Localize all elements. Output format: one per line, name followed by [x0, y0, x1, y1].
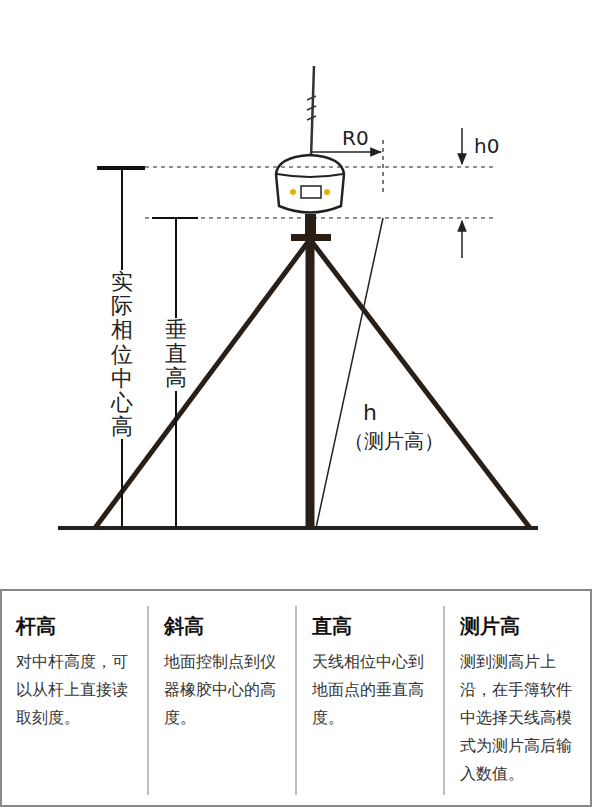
table-cell: 直高天线相位中心到地面点的垂直高度。 [308, 612, 436, 732]
radius-label: R0 [341, 126, 370, 150]
slant-symbol: h [362, 400, 378, 425]
tripod-leg [95, 242, 308, 528]
center-pole [306, 232, 315, 528]
offset-label: h0 [473, 134, 500, 158]
offset-arrow [461, 221, 463, 258]
offset-arrow [461, 128, 463, 164]
column-divider [147, 606, 149, 795]
gnss-receiver [276, 155, 344, 213]
adapter [305, 214, 316, 236]
cell-text: 对中杆高度，可以从杆上直接读取刻度。 [16, 648, 136, 732]
column-divider [295, 606, 297, 795]
table-cell: 测片高测到测高片上沿，在手簿软件中选择天线高模式为测片高后输入数值。 [456, 612, 584, 788]
antenna [311, 66, 314, 158]
table-frame [1, 590, 591, 806]
cell-heading: 杆高 [16, 612, 136, 640]
slant-line [316, 218, 383, 528]
table-cell: 斜高地面控制点到仪器橡胶中心的高度。 [160, 612, 288, 732]
height-label: 垂直高 [164, 318, 188, 391]
phase-center-line [145, 166, 495, 167]
column-divider [443, 606, 445, 795]
radius-line [382, 140, 383, 195]
radius-arrow [312, 151, 381, 153]
table-cell: 杆高对中杆高度，可以从杆上直接读取刻度。 [12, 612, 140, 732]
base-line [145, 217, 495, 218]
cell-heading: 测片高 [460, 612, 580, 640]
cell-heading: 斜高 [164, 612, 284, 640]
ground-line [58, 526, 538, 530]
cell-text: 地面控制点到仪器橡胶中心的高度。 [164, 648, 284, 732]
cell-heading: 直高 [312, 612, 432, 640]
slant-label: （测片高） [343, 428, 445, 455]
height-label: 实际相位中心高 [110, 270, 134, 439]
cell-text: 测到测高片上沿，在手簿软件中选择天线高模式为测片高后输入数值。 [460, 648, 580, 788]
tripod-leg [312, 242, 530, 528]
cell-text: 天线相位中心到地面点的垂直高度。 [312, 648, 432, 732]
